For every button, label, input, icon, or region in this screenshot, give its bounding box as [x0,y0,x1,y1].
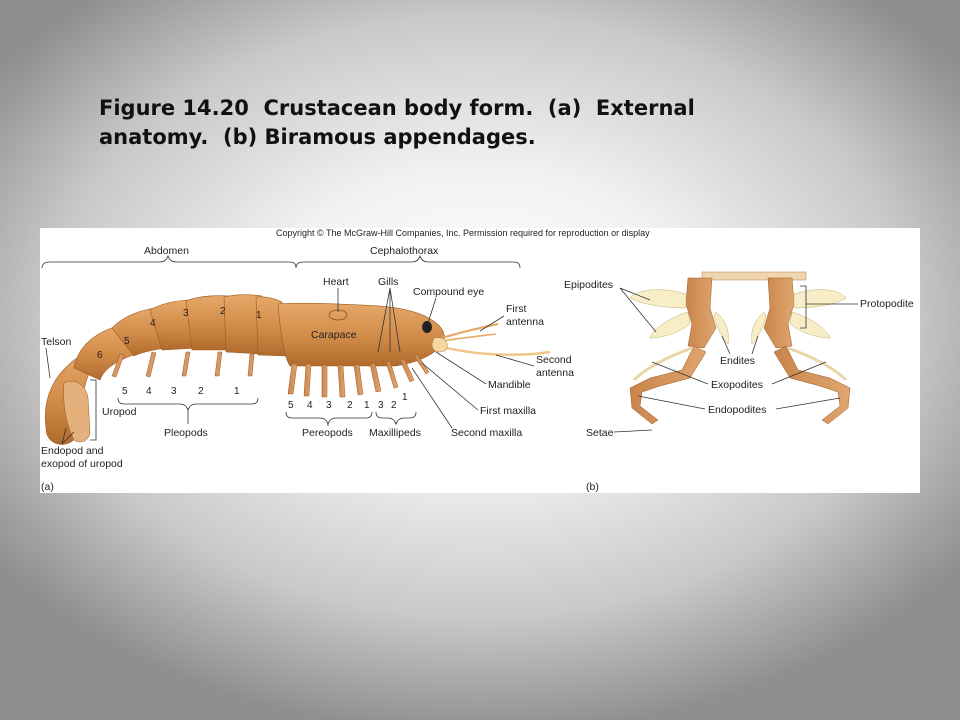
carapace-label: Carapace [311,329,357,341]
pereopods-bracket [285,411,373,426]
gills-leader [377,287,401,353]
pereopod-number-5: 5 [288,400,294,411]
uropod-shape [63,381,91,443]
maxilliped-number-1: 1 [402,392,408,403]
segment-number-1: 1 [256,310,262,321]
right-endite [751,311,767,345]
left-endite [713,311,729,345]
mandible-label: Mandible [488,379,531,391]
telson-label: Telson [41,336,72,348]
pereopod-number-4: 4 [307,400,313,411]
exopodites-label: Exopodites [711,379,763,391]
segment-number-4: 4 [150,318,156,329]
first-maxilla-leader [421,362,479,411]
abdomen-label: Abdomen [144,245,189,257]
crustacean-figure: Copyright © The McGraw-Hill Companies, I… [41,228,914,493]
first-antenna-label-1: First [506,303,526,315]
carapace-shape [277,302,445,367]
protopodite-leader [800,285,858,329]
cephalothorax-label: Cephalothorax [370,245,439,257]
endopod-label-1: Endopod and [41,445,104,457]
compound-eye-label: Compound eye [413,286,484,298]
right-protopodite [763,277,795,349]
pleopods-label: Pleopods [164,427,208,439]
pleopod-number-3: 3 [171,386,177,397]
abdomen-bracket [41,254,297,269]
mouthpart-shape [431,337,448,353]
endopod-label-2: exopod of uropod [41,458,123,470]
endites-label: Endites [720,355,755,367]
left-protopodite [685,277,717,349]
gills-label: Gills [378,276,398,288]
compound-eye-shape [422,321,432,333]
segment-number-3: 3 [183,308,189,319]
pleopods-legs [111,351,255,378]
left-endopodite [629,345,707,425]
pleopod-number-5: 5 [122,386,128,397]
second-antenna-shape [437,344,551,356]
pleopod-number-4: 4 [146,386,152,397]
first-antenna-shape [435,322,499,342]
copyright-notice: Copyright © The McGraw-Hill Companies, I… [276,228,650,238]
mandible-leader [435,351,487,385]
abdomen-segment-3 [185,295,231,351]
maxillipeds-label: Maxillipeds [369,427,421,439]
pleopod-number-2: 2 [198,386,204,397]
right-epipodite [793,289,847,309]
segment-number-5: 5 [124,336,130,347]
slide-title: Figure 14.20 Crustacean body form. (a) E… [99,94,819,152]
right-epipodite-lower [789,311,831,339]
endites-leader [721,335,759,355]
body-plate [701,271,807,281]
protopodite-label: Protopodite [860,298,914,310]
second-antenna-label-2: antenna [536,367,574,379]
pereopod-number-3: 3 [326,400,332,411]
maxilliped-number-2: 2 [391,400,397,411]
exopodites-leader [651,361,827,385]
second-maxilla-label: Second maxilla [451,427,522,439]
pereopod-number-1: 1 [364,400,370,411]
uropod-label: Uropod [102,406,137,418]
segment-number-2: 2 [220,306,226,317]
left-epipodite-lower [649,311,691,339]
first-antenna-leader [479,315,505,332]
epipodites-leader [619,287,657,333]
left-exopodite [632,346,693,382]
second-antenna-leader [495,354,535,367]
epipodites-label: Epipodites [564,279,613,291]
panel-a-label: (a) [41,481,54,493]
telson-leader [45,347,51,379]
endopodites-leader [637,395,841,410]
second-antenna-label-1: Second [536,354,572,366]
slide-title-line-2: anatomy. (b) Biramous appendages. [99,125,536,149]
left-epipodite [629,289,687,309]
pleopod-number-1: 1 [234,386,240,397]
endopod-leader [61,427,75,445]
panel-b: Epipodites Protopodite Endites Exopodite… [564,271,914,493]
cephalothorax-bracket [295,254,521,269]
pereopod-number-2: 2 [347,400,353,411]
first-antenna-label-2: antenna [506,316,544,328]
heart-label: Heart [323,276,349,288]
uropod-bracket [90,379,97,441]
figure-panel: Copyright © The McGraw-Hill Companies, I… [40,228,920,493]
slide-title-line-1: Figure 14.20 Crustacean body form. (a) E… [99,96,695,120]
setae-label: Setae [586,427,614,439]
maxilliped-number-3: 3 [378,400,384,411]
setae-leader [613,429,653,433]
panel-a: Abdomen Cephalothorax [41,245,574,493]
first-maxilla-label: First maxilla [480,405,536,417]
maxillipeds-bracket [375,411,417,426]
right-endopodite [773,345,851,425]
panel-b-label: (b) [586,481,599,493]
right-exopodite [787,346,848,382]
endopodites-label: Endopodites [708,404,766,416]
pereopods-legs [287,353,430,398]
second-maxilla-leader [411,367,453,429]
compound-eye-leader [427,297,437,324]
pereopods-label: Pereopods [302,427,353,439]
segment-number-6: 6 [97,350,103,361]
pleopods-bracket [117,397,259,412]
